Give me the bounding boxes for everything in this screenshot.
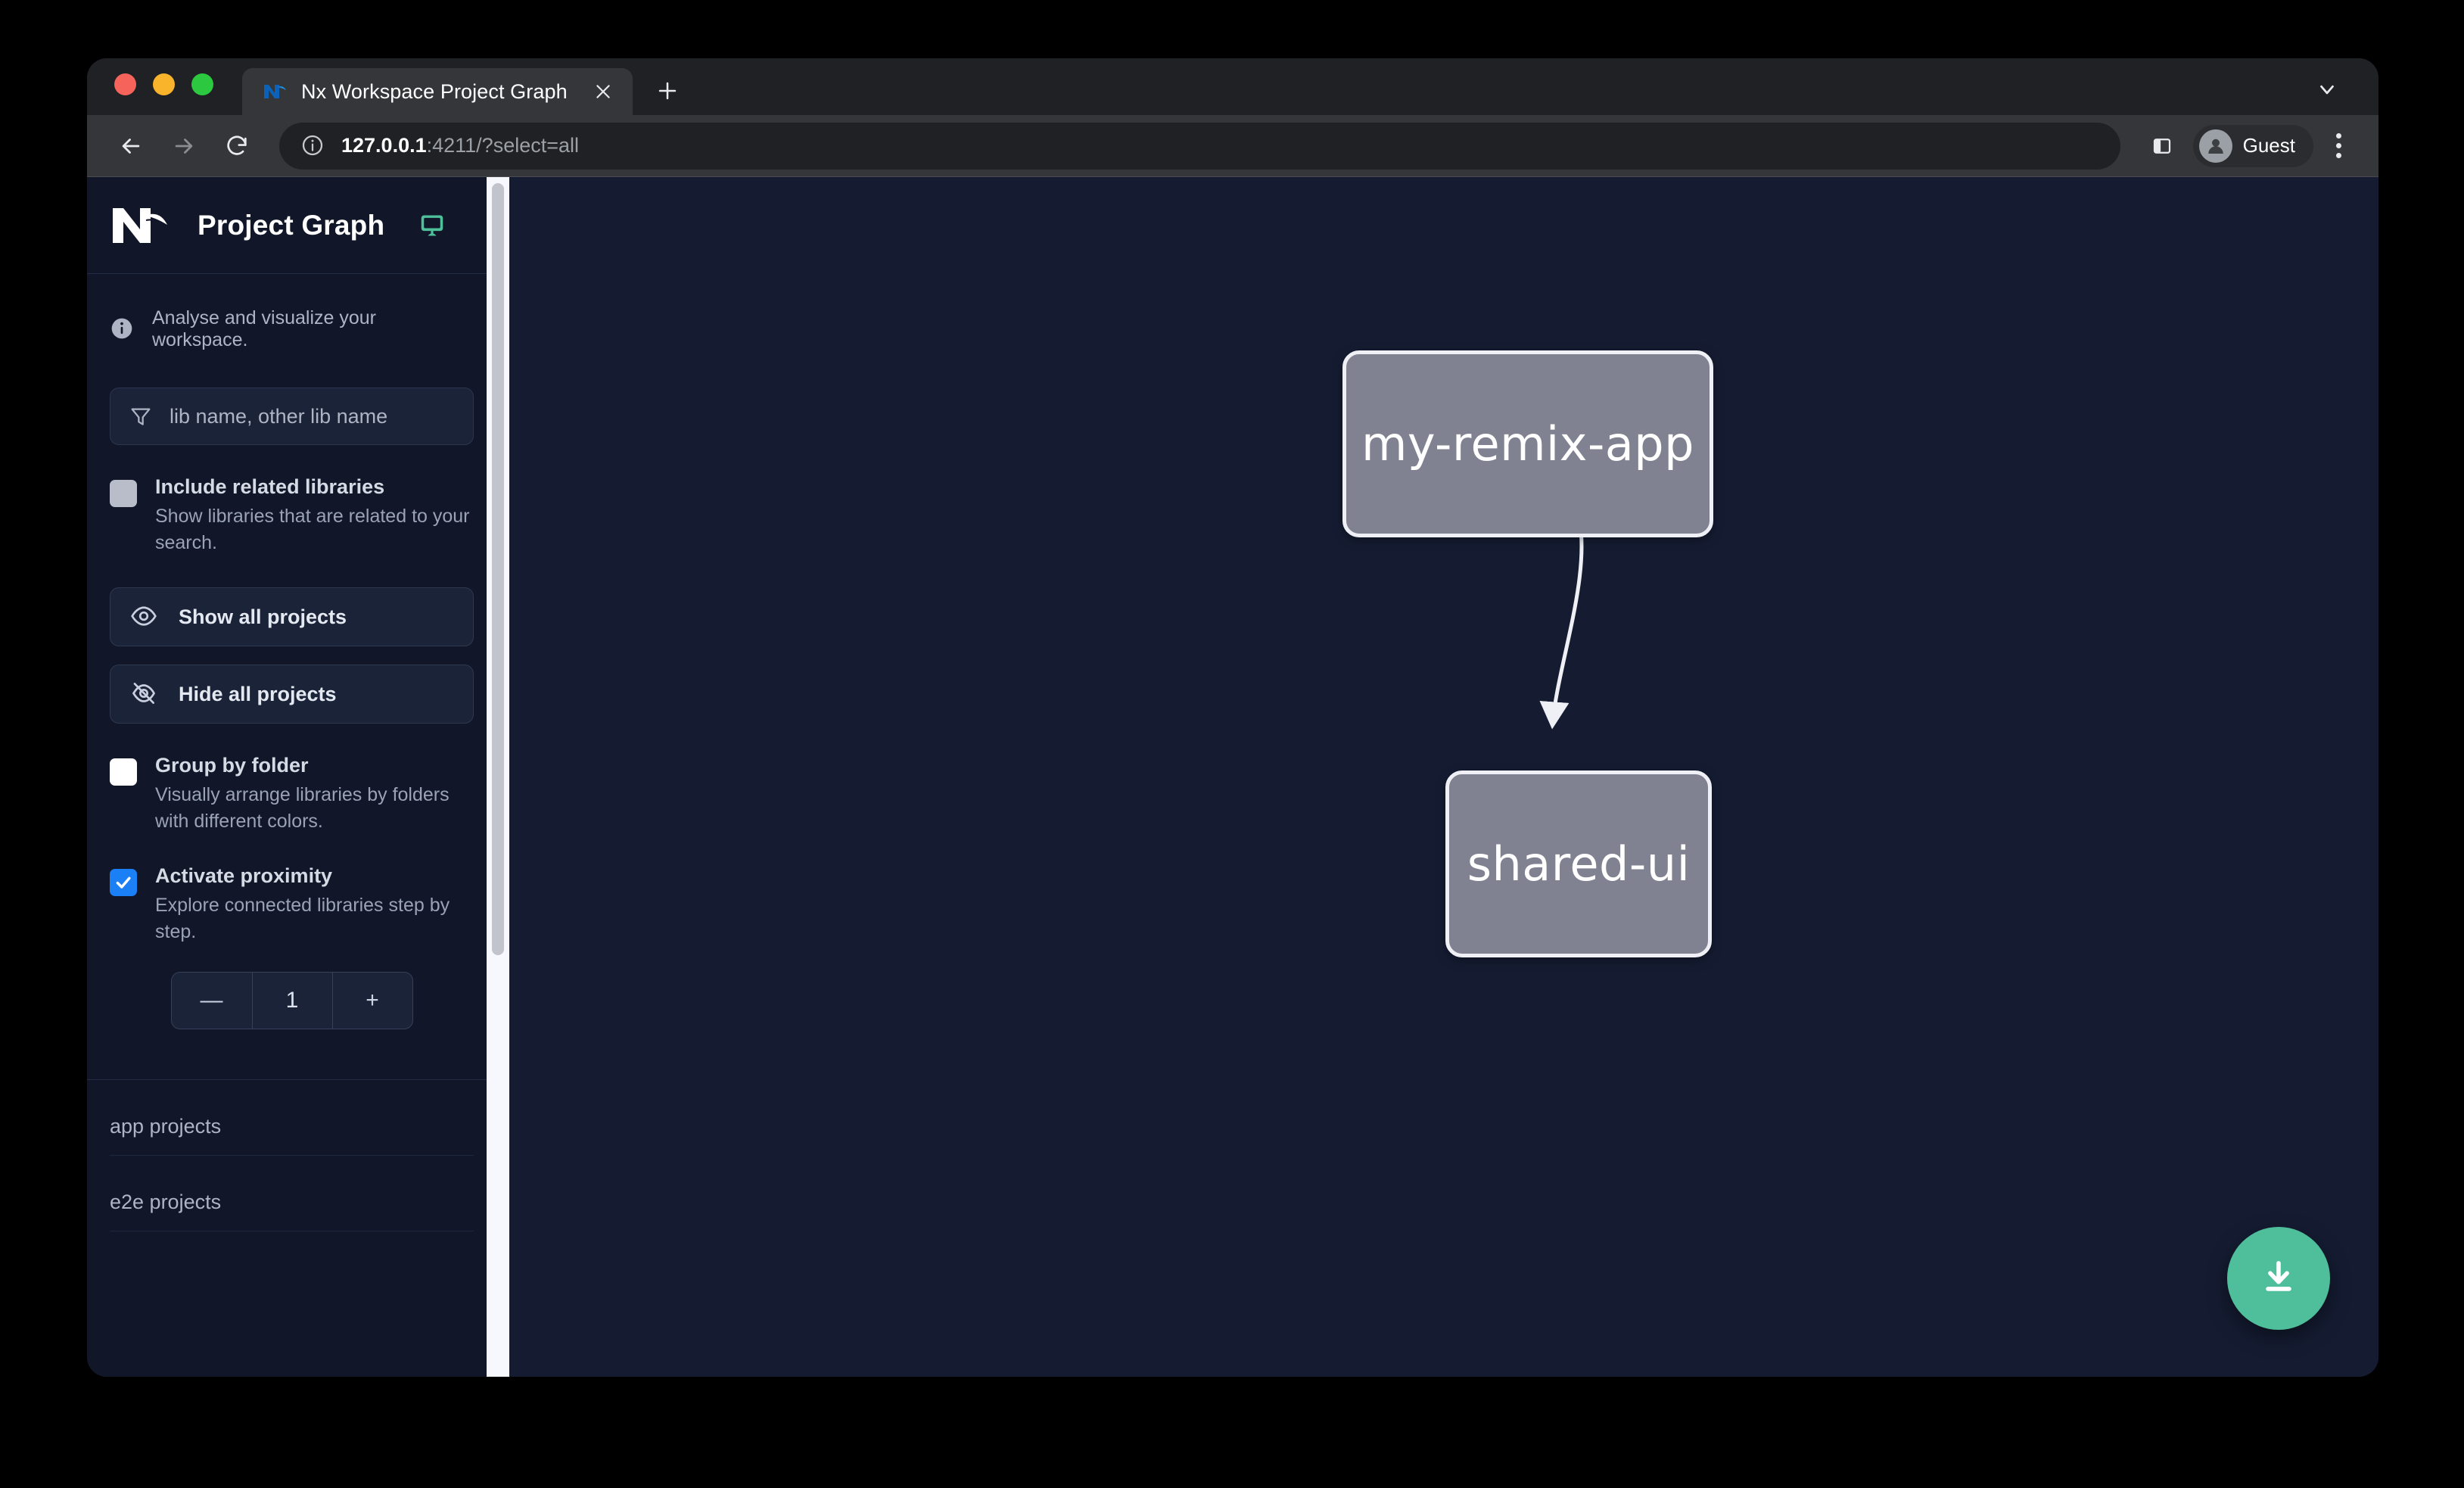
proximity-stepper[interactable]: — 1 + (170, 972, 413, 1029)
funnel-filter-icon (129, 404, 153, 428)
sidebar-blurb: Analyse and visualize your workspace. (87, 274, 496, 351)
graph-canvas[interactable]: my-remix-app shared-ui (497, 177, 2378, 1377)
url-path: :4211/?select=all (426, 134, 580, 157)
option-title: Activate proximity (155, 864, 333, 887)
person-avatar-icon (2198, 129, 2232, 163)
address-bar-url: 127.0.0.1:4211/?select=all (341, 134, 579, 157)
proximity-decrement-button[interactable]: — (200, 988, 223, 1013)
graph-edges (1539, 521, 1584, 730)
nx-project-graph-app: Project Graph (87, 177, 2378, 1377)
url-host: 127.0.0.1 (341, 134, 427, 157)
address-bar[interactable]: 127.0.0.1:4211/?select=all (279, 122, 2120, 170)
sidebar: Project Graph (87, 177, 509, 1377)
sidebar-blurb-text: Analyse and visualize your workspace. (152, 307, 376, 350)
graph-node-shared-ui[interactable]: shared-ui (1445, 770, 1712, 957)
profile-button[interactable]: Guest (2192, 124, 2313, 167)
show-all-projects-button[interactable]: Show all projects (110, 587, 474, 646)
profile-label: Guest (2242, 134, 2295, 157)
hide-all-projects-label: Hide all projects (179, 682, 337, 705)
chevron-down-icon[interactable] (2312, 74, 2342, 104)
window-traffic-lights (114, 58, 213, 115)
option-title: Group by folder (155, 754, 309, 777)
kebab-menu-icon[interactable] (2321, 125, 2356, 167)
proximity-stepper-wrap: — 1 + (87, 945, 496, 1029)
filter-box[interactable] (110, 388, 474, 445)
proximity-value: 1 (251, 973, 332, 1029)
reload-button[interactable] (213, 122, 261, 170)
browser-toolbar: 127.0.0.1:4211/?select=all Guest (87, 115, 2378, 177)
group-by-folder-checkbox[interactable] (110, 758, 137, 786)
info-circle-icon[interactable] (300, 133, 326, 159)
group-app-projects[interactable]: app projects (110, 1080, 474, 1156)
option-title: Include related libraries (155, 475, 385, 498)
info-icon (110, 316, 135, 342)
side-panel-icon[interactable] (2142, 126, 2182, 167)
browser-window: Nx Workspace Project Graph (87, 58, 2378, 1377)
browser-tab[interactable]: Nx Workspace Project Graph (242, 68, 633, 115)
activate-proximity-checkbox[interactable] (110, 869, 137, 896)
show-all-projects-label: Show all projects (179, 605, 347, 628)
include-related-libraries-checkbox[interactable] (110, 480, 137, 507)
option-group-by-folder[interactable]: Group by folder Visually arrange librari… (87, 724, 496, 834)
close-icon[interactable] (590, 79, 616, 104)
sidebar-scrollbar[interactable] (487, 177, 509, 1377)
option-description: Show libraries that are related to your … (155, 506, 470, 553)
sidebar-scrollbar-thumb[interactable] (492, 183, 504, 955)
nx-logo-icon (110, 204, 172, 247)
option-description: Explore connected libraries step by step… (155, 895, 450, 942)
option-activate-proximity[interactable]: Activate proximity Explore connected lib… (87, 834, 496, 945)
maximize-window-button[interactable] (191, 73, 213, 95)
page-title: Project Graph (198, 209, 385, 241)
option-include-related-libraries[interactable]: Include related libraries Show libraries… (87, 445, 496, 556)
sidebar-header: Project Graph (87, 177, 496, 274)
hide-all-projects-button[interactable]: Hide all projects (110, 665, 474, 724)
edge-my-remix-app-to-shared-ui (1539, 521, 1584, 730)
close-window-button[interactable] (114, 73, 136, 95)
browser-tab-title: Nx Workspace Project Graph (301, 79, 568, 103)
proximity-increment-button[interactable]: + (331, 973, 412, 1029)
project-visibility-buttons: Show all projects Hide all projects (87, 556, 496, 724)
nx-logo-icon (262, 79, 288, 104)
graph-node-my-remix-app[interactable]: my-remix-app (1342, 350, 1713, 537)
option-description: Visually arrange libraries by folders wi… (155, 784, 450, 832)
eye-icon (130, 602, 159, 631)
back-button[interactable] (107, 122, 155, 170)
monitor-icon[interactable] (418, 211, 446, 240)
eye-off-icon (130, 680, 159, 708)
forward-button[interactable] (160, 122, 208, 170)
search-input[interactable] (170, 404, 455, 428)
minimize-window-button[interactable] (153, 73, 175, 95)
group-e2e-projects[interactable]: e2e projects (110, 1156, 474, 1231)
project-groups: app projects e2e projects (87, 1080, 496, 1231)
browser-tabstrip: Nx Workspace Project Graph (87, 58, 2378, 115)
sidebar-divider (87, 1079, 496, 1080)
sidebar-scroll-area[interactable]: Analyse and visualize your workspace. (87, 274, 496, 1377)
download-icon (2257, 1255, 2301, 1303)
download-graph-button[interactable] (2227, 1227, 2330, 1330)
new-tab-button[interactable] (646, 70, 689, 112)
filter-section (87, 351, 496, 445)
